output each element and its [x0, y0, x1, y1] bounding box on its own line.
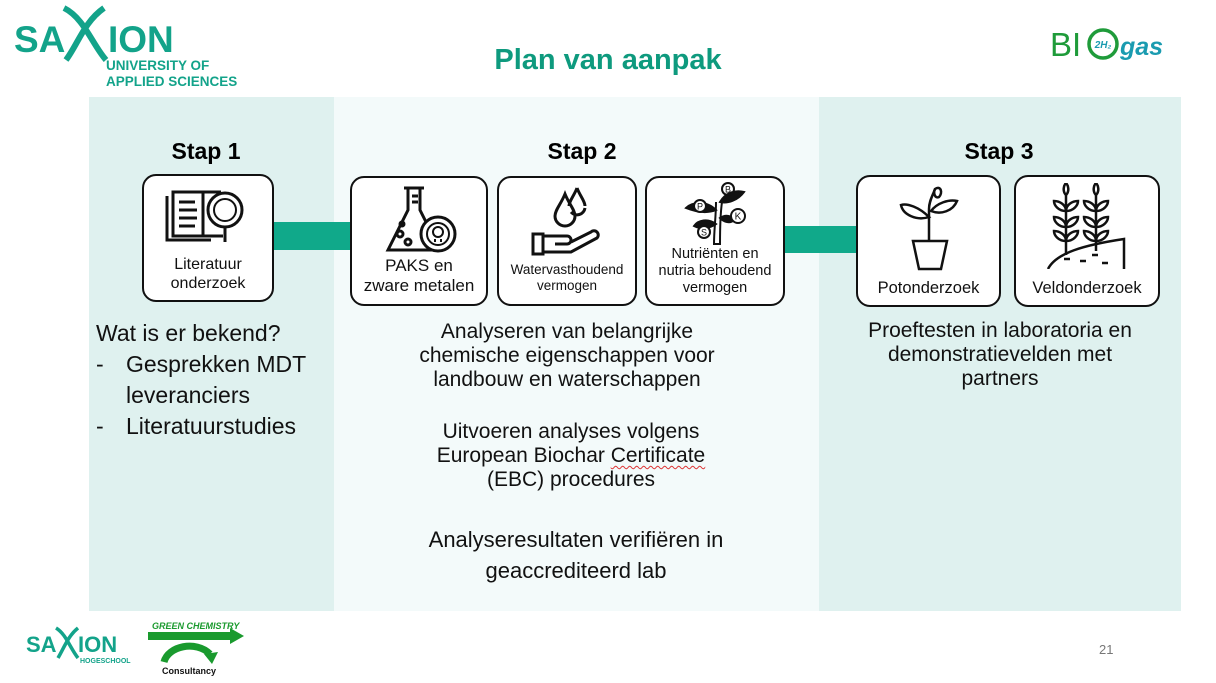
card-label-line: Potonderzoek [877, 279, 980, 297]
card-literatuur-onderzoek: Literatuur onderzoek [142, 174, 274, 302]
biogas-logo: BI 2H₂ gas [1050, 22, 1180, 66]
bullet-dash: - [96, 413, 104, 439]
slide-title: Plan van aanpak [494, 44, 722, 76]
spellcheck-underlined-word: Certificate [610, 444, 706, 467]
card-veldonderzoek: Veldonderzoek [1014, 175, 1160, 307]
list-item-text: Literatuurstudies [126, 413, 297, 439]
saxion-hogeschool-sub: HOGESCHOOL [80, 658, 131, 665]
step-2-paragraph-3: Analyseresultaten verifiëren in geaccred… [334, 524, 818, 586]
card-nutrienten-vermogen: B P K S Nutriënten en nutria behoudend v… [645, 176, 785, 306]
step-3-title: Stap 3 [964, 138, 1034, 164]
potted-plant-icon [858, 181, 999, 271]
card-label-line: Nutriënten en [671, 246, 759, 262]
flask-skull-icon [352, 184, 486, 258]
paragraph-line: Analyseren van belangrijke [440, 320, 694, 343]
green-chemistry-text: GREEN CHEMISTRY [152, 621, 240, 631]
list-item: - Literatuurstudies [96, 411, 306, 442]
svg-text:ION: ION [108, 19, 174, 60]
card-label-line: vermogen [682, 280, 748, 297]
card-label-line: onderzoek [170, 274, 246, 292]
plant-nutrients-icon: B P K S [647, 180, 783, 246]
nutrient-letter-b: B [725, 185, 731, 195]
paragraph-line: demonstratievelden met [887, 343, 1113, 366]
card-label-line: Watervasthoudend [510, 262, 624, 277]
card-label-line: PAKS en [385, 256, 453, 275]
card-label-line: zware metalen [363, 276, 475, 296]
consultancy-text: Consultancy [162, 666, 216, 676]
paragraph-line: landbouw en waterschappen [433, 368, 701, 391]
bullet-dash: - [96, 351, 104, 377]
paragraph-line: Analyseresultaten verifiëren in [428, 527, 724, 552]
step-3-description: Proeftesten in laboratoria en demonstrat… [819, 319, 1181, 391]
paragraph-line: partners [961, 367, 1039, 390]
nutrient-letter-s: S [701, 228, 707, 238]
svg-text:SA: SA [26, 632, 57, 657]
paragraph-line: Uitvoeren analyses volgens [442, 420, 700, 443]
list-item-text: Gesprekken MDT leveranciers [126, 349, 306, 411]
saxion-logo-line2: APPLIED SCIENCES [106, 74, 237, 89]
step-1-title: Stap 1 [171, 138, 241, 164]
paragraph-line: (EBC) procedures [486, 468, 656, 491]
paragraph-line: European Biochar Certificate [436, 444, 706, 467]
card-potonderzoek: Potonderzoek [856, 175, 1001, 307]
biogas-logo-h2: 2H₂ [1094, 40, 1112, 51]
list-item: - Gesprekken MDT leveranciers [96, 349, 306, 411]
paragraph-line: geaccrediteerd lab [485, 558, 667, 583]
saxion-hogeschool-logo: SA ION HOGESCHOOL [24, 622, 134, 668]
step-2-paragraph-1: Analyseren van belangrijke chemische eig… [334, 320, 800, 392]
card-paks-zware-metalen: PAKS en zware metalen [350, 176, 488, 306]
book-magnifier-icon [144, 182, 272, 244]
biogas-logo-bi: BI [1050, 26, 1081, 63]
card-label-line: Literatuur [174, 256, 242, 273]
saxion-university-logo: SA ION UNIVERSITY OF APPLIED SCIENCES [12, 4, 252, 90]
svg-text:ION: ION [78, 632, 117, 657]
page-number: 21 [1099, 642, 1114, 657]
card-label-line: Veldonderzoek [1032, 279, 1142, 297]
card-watervasthoudend-vermogen: Watervasthoudend vermogen [497, 176, 637, 306]
step-2-paragraph-2: Uitvoeren analyses volgens European Bioc… [334, 420, 808, 492]
paragraph-line: Proeftesten in laboratoria en [868, 319, 1132, 342]
biogas-logo-gas: gas [1119, 33, 1163, 61]
step-1-description: Wat is er bekend? - Gesprekken MDT lever… [96, 318, 306, 442]
green-chemistry-logo: GREEN CHEMISTRY Consultancy [148, 618, 248, 678]
field-crops-icon [1016, 183, 1158, 269]
water-drops-hand-icon [499, 184, 635, 258]
card-label-line: vermogen [536, 277, 598, 293]
nutrient-letter-k: K [735, 212, 742, 223]
step-1-intro: Wat is er bekend? [96, 320, 281, 346]
step-2-title: Stap 2 [547, 138, 617, 164]
list-item-line: leveranciers [126, 382, 250, 408]
saxion-logo-line1: UNIVERSITY OF [106, 58, 209, 73]
paragraph-line: chemische eigenschappen voor [419, 344, 715, 367]
nutrient-letter-p: P [697, 202, 703, 212]
card-label-line: nutria behoudend [658, 263, 772, 280]
list-item-line: Gesprekken MDT [126, 351, 307, 377]
saxion-logo-text-sa: SA [14, 19, 65, 60]
